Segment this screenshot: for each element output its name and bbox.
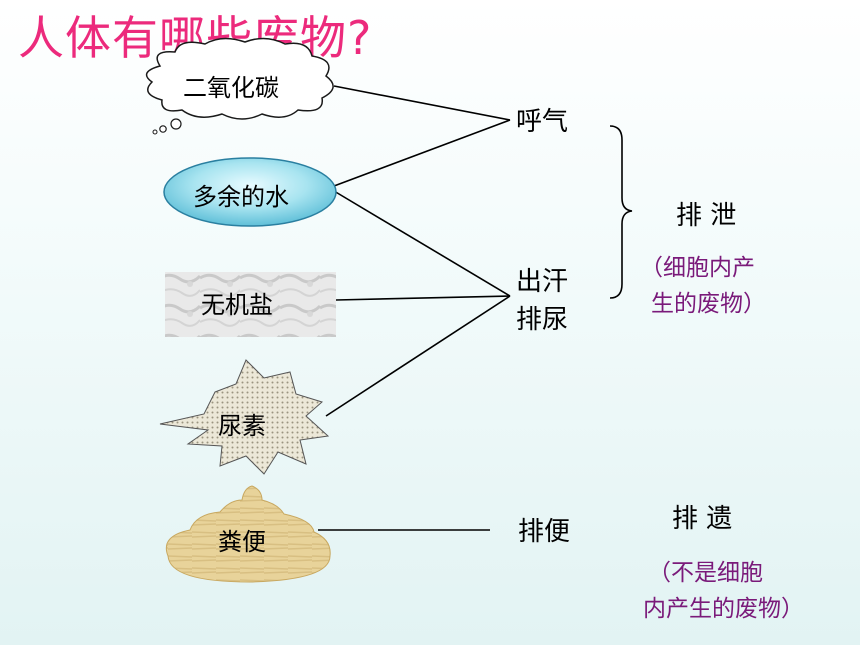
water-ellipse	[163, 157, 337, 227]
node-salt: 无机盐	[201, 291, 273, 319]
line-co2-breath	[333, 85, 511, 121]
category-excretion: 排 泄	[676, 201, 737, 231]
node-co2: 二氧化碳	[183, 74, 279, 102]
urea-starburst	[159, 359, 330, 475]
process-defecation: 排便	[518, 517, 571, 547]
brace-excretion	[609, 125, 633, 299]
process-urine: 排尿	[516, 305, 569, 335]
connector-lines	[318, 85, 511, 531]
process-breath: 呼气	[516, 107, 569, 137]
line-salt-sweat	[335, 295, 511, 301]
node-urea: 尿素	[218, 412, 266, 440]
excretion-note-line2: 生的废物）	[651, 291, 766, 317]
node-water: 多余的水	[193, 183, 289, 211]
egestion-note-line2: 内产生的废物）	[643, 596, 804, 622]
egestion-note-line1: （不是细胞	[648, 560, 763, 586]
salt-rectangle	[165, 272, 336, 337]
line-water-sweat	[333, 190, 511, 297]
category-egestion: 排 遗	[672, 504, 733, 534]
line-urea-sweat	[325, 295, 511, 417]
excretion-note-line1: （细胞内产	[640, 255, 755, 281]
node-feces: 粪便	[218, 528, 266, 556]
feces-pile	[165, 485, 331, 583]
co2-cloud	[145, 37, 334, 135]
line-water-breath	[333, 119, 511, 187]
process-sweat: 出汗	[516, 267, 569, 297]
